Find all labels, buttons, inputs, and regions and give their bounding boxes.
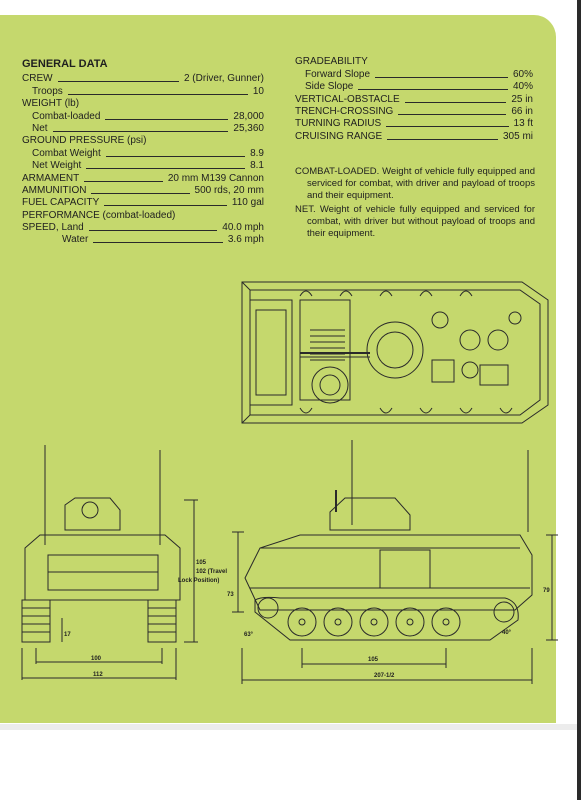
definitions: COMBAT-LOADED. Weight of vehicle fully e… — [295, 166, 535, 240]
general-row: Water 3.6 mph — [22, 234, 264, 246]
general-label: FUEL CAPACITY — [22, 197, 100, 209]
capability-label: VERTICAL-OBSTACLE — [295, 93, 400, 105]
dotted-leader — [105, 155, 246, 157]
capability-row: VERTICAL-OBSTACLE 25 in — [295, 93, 533, 105]
dotted-leader — [386, 126, 509, 128]
general-value: 3.6 mph — [227, 234, 264, 246]
capability-value: 305 mi — [502, 130, 533, 142]
dotted-leader — [84, 180, 163, 182]
general-row: GROUND PRESSURE (psi) — [22, 135, 264, 147]
dotted-leader — [86, 168, 246, 170]
dotted-leader — [67, 93, 248, 95]
general-row: CREW 2 (Driver, Gunner) — [22, 73, 264, 85]
general-row: AMMUNITION 500 rds, 20 mm — [22, 185, 264, 197]
net-definition: NET. Weight of vehicle fully equipped an… — [295, 204, 535, 239]
dotted-leader — [358, 89, 508, 91]
page-edge-shadow — [577, 0, 581, 800]
general-row: Combat-loaded 28,000 — [22, 110, 264, 122]
capability-row: Forward Slope 60% — [295, 68, 533, 80]
general-row: ARMAMENT 20 mm M139 Cannon — [22, 172, 264, 184]
general-label: Combat Weight — [32, 147, 101, 159]
general-row: SPEED, Land 40.0 mph — [22, 222, 264, 234]
capability-value: 40% — [512, 81, 533, 93]
general-value: 20 mm M139 Cannon — [167, 172, 264, 184]
general-value: 25,360 — [233, 122, 264, 134]
general-value: 10 — [252, 85, 264, 97]
general-value: 40.0 mph — [222, 222, 264, 234]
capability-row: GRADEABILITY — [295, 56, 533, 68]
dotted-leader — [404, 101, 507, 103]
dotted-leader — [57, 81, 179, 83]
capability-label: Forward Slope — [305, 68, 371, 80]
capability-value: 25 in — [511, 93, 533, 105]
general-label: AMMUNITION — [22, 184, 87, 196]
capability-value: 13 ft — [513, 118, 533, 130]
general-row: Net Weight 8.1 — [22, 160, 264, 172]
dotted-leader — [52, 130, 229, 132]
general-label: WEIGHT (lb) — [22, 98, 80, 110]
general-label: Net Weight — [32, 160, 82, 172]
capability-row: CRUISING RANGE 305 mi — [295, 130, 533, 142]
general-label: Net — [32, 122, 48, 134]
capability-row: TURNING RADIUS 13 ft — [295, 118, 533, 130]
dotted-leader — [93, 242, 223, 244]
capability-label: GRADEABILITY — [295, 56, 368, 68]
general-label: CREW — [22, 73, 53, 85]
general-label: Water — [62, 234, 89, 246]
capability-value: 66 in — [511, 105, 533, 117]
general-label: GROUND PRESSURE (psi) — [22, 135, 147, 147]
dotted-leader — [104, 205, 227, 207]
dotted-leader — [91, 192, 190, 194]
general-value: 8.9 — [250, 147, 264, 159]
dotted-leader — [88, 230, 218, 232]
capability-value: 60% — [512, 68, 533, 80]
capability-label: Side Slope — [305, 81, 354, 93]
general-label: Troops — [32, 85, 63, 97]
capability-label: TURNING RADIUS — [295, 118, 382, 130]
general-row: Combat Weight 8.9 — [22, 147, 264, 159]
general-label: Combat-loaded — [32, 110, 101, 122]
general-row: Net 25,360 — [22, 123, 264, 135]
dotted-leader — [398, 113, 507, 115]
capability-label: CRUISING RANGE — [295, 130, 383, 142]
capability-row: Side Slope 40% — [295, 81, 533, 93]
general-value: 2 (Driver, Gunner) — [183, 73, 264, 85]
general-label: ARMAMENT — [22, 172, 80, 184]
general-value: 500 rds, 20 mm — [194, 184, 264, 196]
dotted-leader — [105, 118, 229, 120]
capability-label: TRENCH-CROSSING — [295, 105, 394, 117]
dotted-leader — [375, 76, 508, 78]
general-value: 28,000 — [233, 110, 264, 122]
combat-loaded-definition: COMBAT-LOADED. Weight of vehicle fully e… — [295, 166, 535, 201]
general-row: WEIGHT (lb) — [22, 98, 264, 110]
capability-row: TRENCH-CROSSING 66 in — [295, 106, 533, 118]
general-label: PERFORMANCE (combat-loaded) — [22, 209, 176, 221]
general-row: PERFORMANCE (combat-loaded) — [22, 209, 264, 221]
general-label: SPEED, Land — [22, 222, 84, 234]
general-data-title: GENERAL DATA — [22, 58, 108, 70]
general-row: FUEL CAPACITY 110 gal — [22, 197, 264, 209]
general-row: Troops 10 — [22, 85, 264, 97]
page-bottom-margin — [0, 724, 581, 730]
general-value: 110 gal — [231, 197, 264, 209]
dotted-leader — [387, 138, 498, 140]
general-value: 8.1 — [250, 160, 264, 172]
